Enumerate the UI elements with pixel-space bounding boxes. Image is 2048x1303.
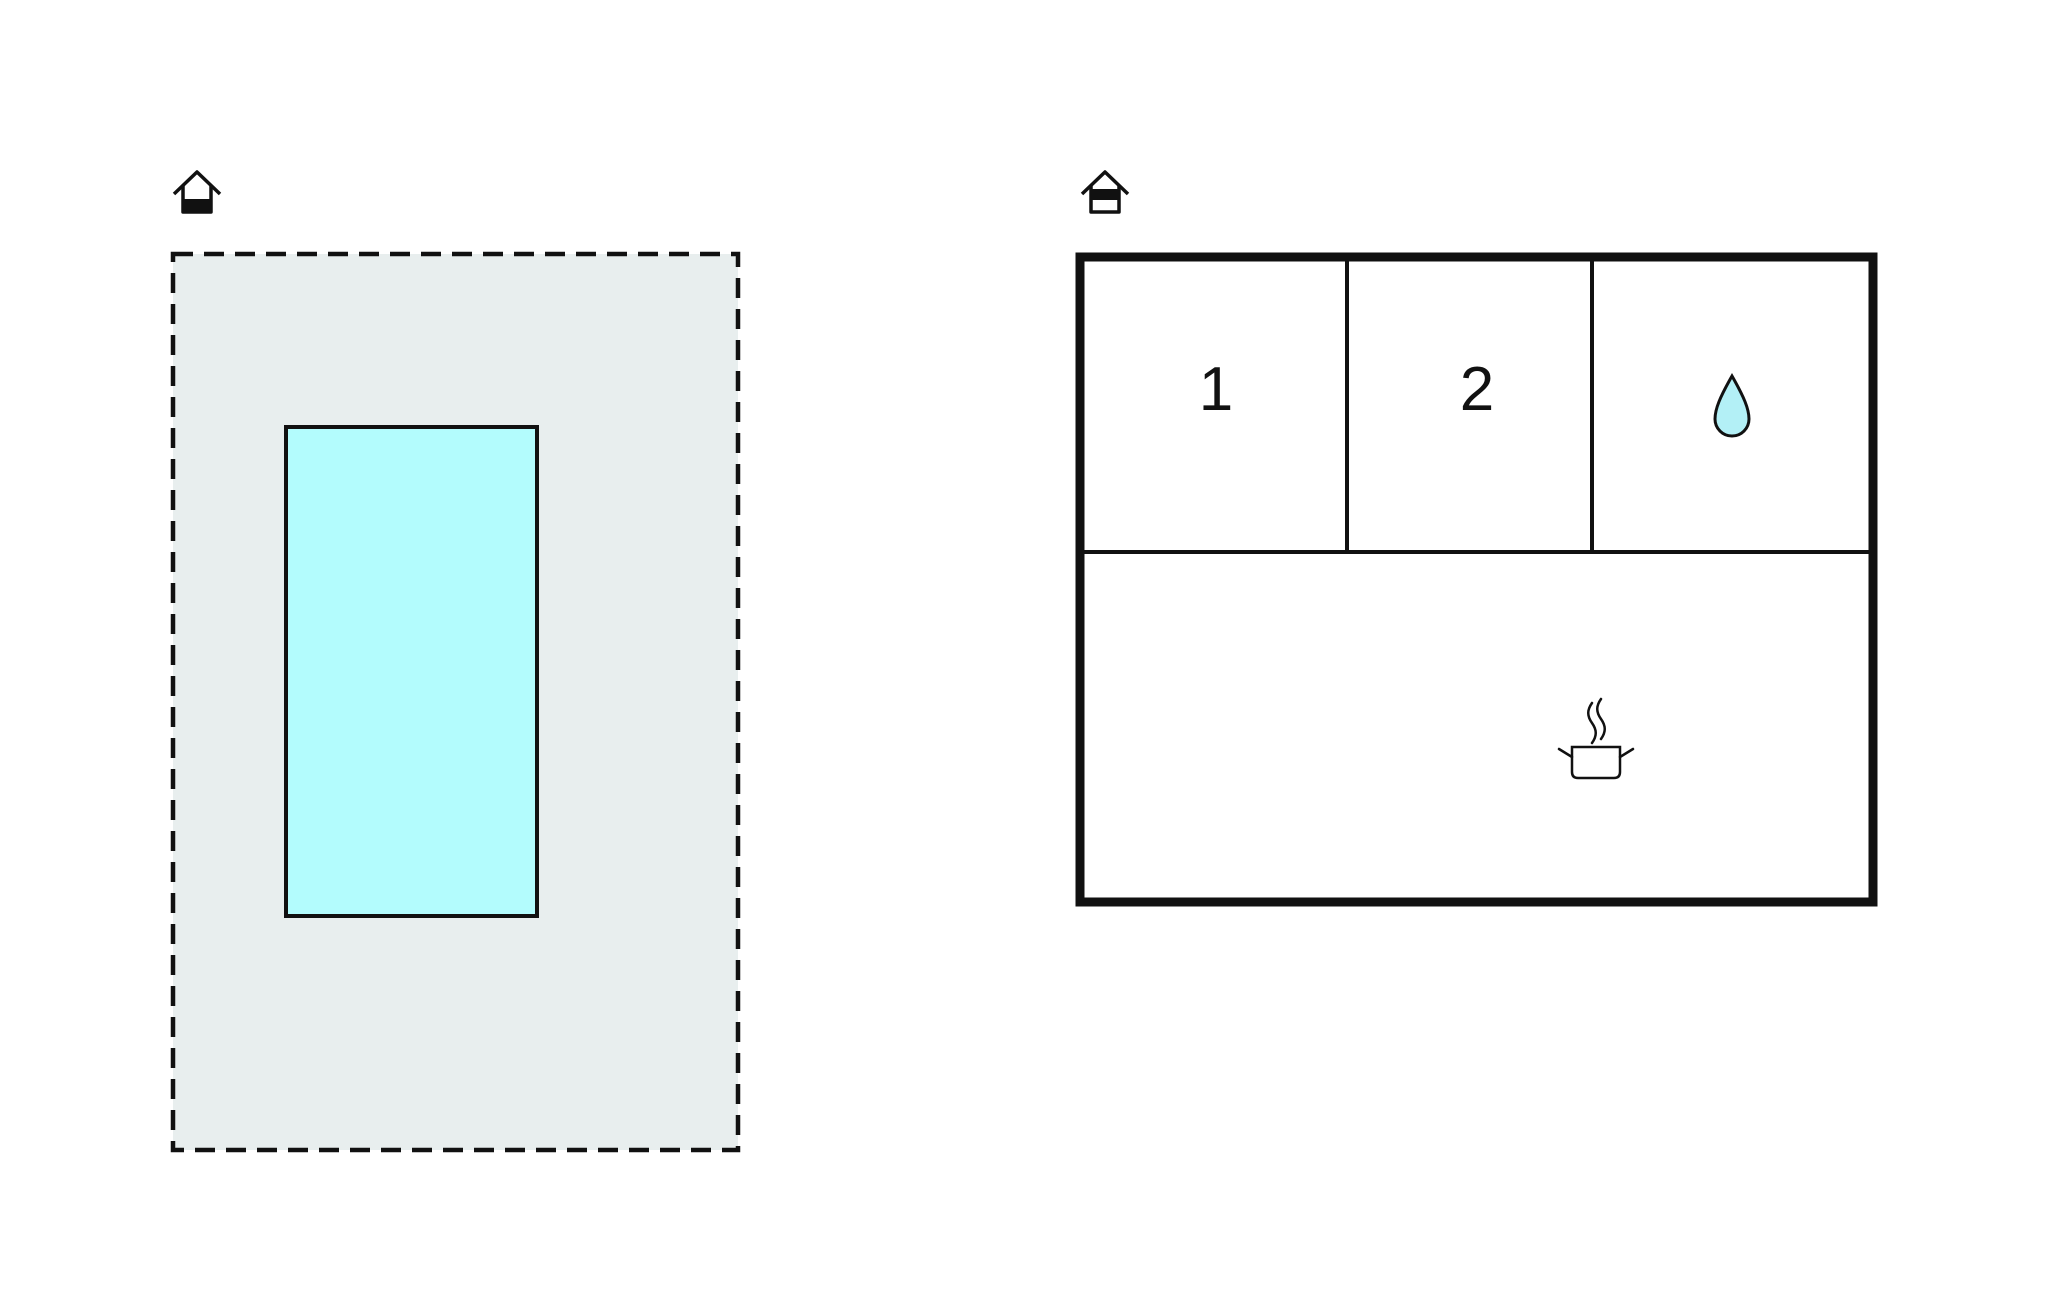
room-bedroom-1: 1	[1199, 355, 1233, 424]
ground-floor-house-icon	[172, 170, 222, 214]
site-plan	[170, 170, 741, 1153]
floor-plan: 1 2	[1075, 170, 1878, 907]
house-outline	[1075, 252, 1878, 907]
water-drop-icon	[1713, 372, 1751, 438]
room-number: 2	[1460, 355, 1494, 424]
steaming-pot-icon	[1557, 697, 1635, 780]
room-kitchen	[1557, 697, 1635, 780]
pool	[284, 425, 539, 918]
room-bedroom-2: 2	[1460, 355, 1494, 424]
ground-floor-house-icon	[1080, 170, 1130, 214]
room-number: 1	[1199, 355, 1233, 424]
room-bathroom	[1713, 372, 1751, 438]
